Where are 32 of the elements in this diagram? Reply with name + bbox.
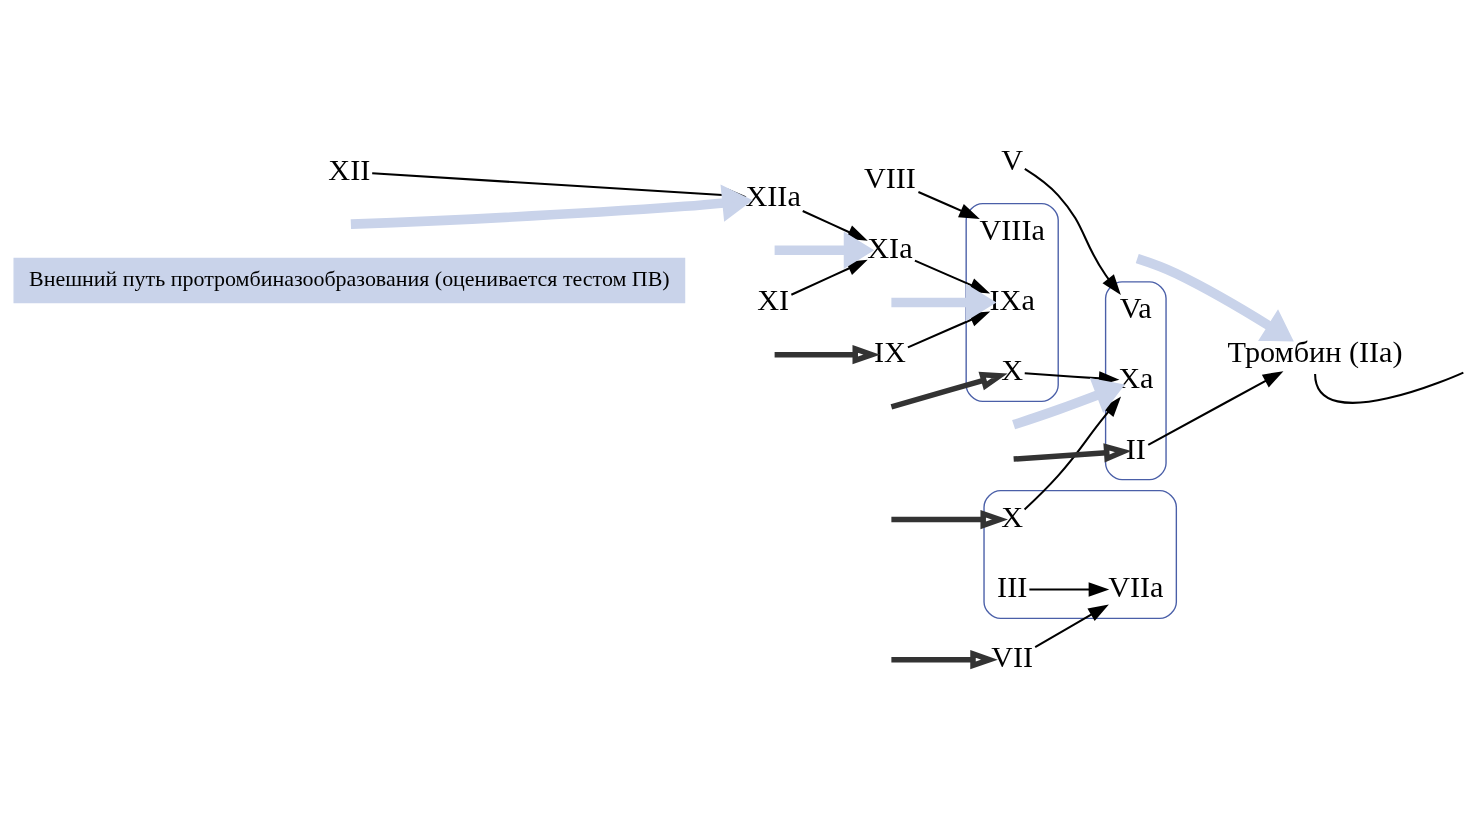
node-box: Внешний путь протромбиназообразования (оценивается тестом ПВ) [13,257,686,303]
arrow [1135,253,1294,341]
arrow [1024,167,1121,295]
arrow [1147,370,1284,446]
node-text: X [1001,352,1024,387]
node-text: XIIa [745,178,801,213]
node-text: VIII [863,160,916,195]
node-text: VII [991,639,1034,674]
node-text: XIa [867,230,913,265]
arrow [891,649,998,669]
node-text: IXa [989,282,1035,317]
node-text: III [997,569,1028,604]
arrow [774,344,881,364]
node-text: II [1125,431,1146,466]
node-text: Xa [1118,360,1154,395]
node-text: Va [1119,290,1152,325]
node-text: XI [757,282,790,317]
node-text: VIIa [1108,569,1164,604]
node-text: IX [873,334,906,369]
connector [1314,371,1464,404]
arrow [1029,581,1110,597]
arrow [891,509,1008,529]
node-text: VIIIa [979,212,1045,247]
arrow [1034,603,1109,648]
arrow [890,371,1008,409]
node-text: V [1001,142,1024,177]
node-text: Тромбин (IIa) [1227,334,1403,369]
arrow [918,190,980,219]
node-text: XII [328,152,371,187]
arrow [1023,395,1122,510]
arrow [1013,442,1132,463]
node-text: X [1001,499,1024,534]
